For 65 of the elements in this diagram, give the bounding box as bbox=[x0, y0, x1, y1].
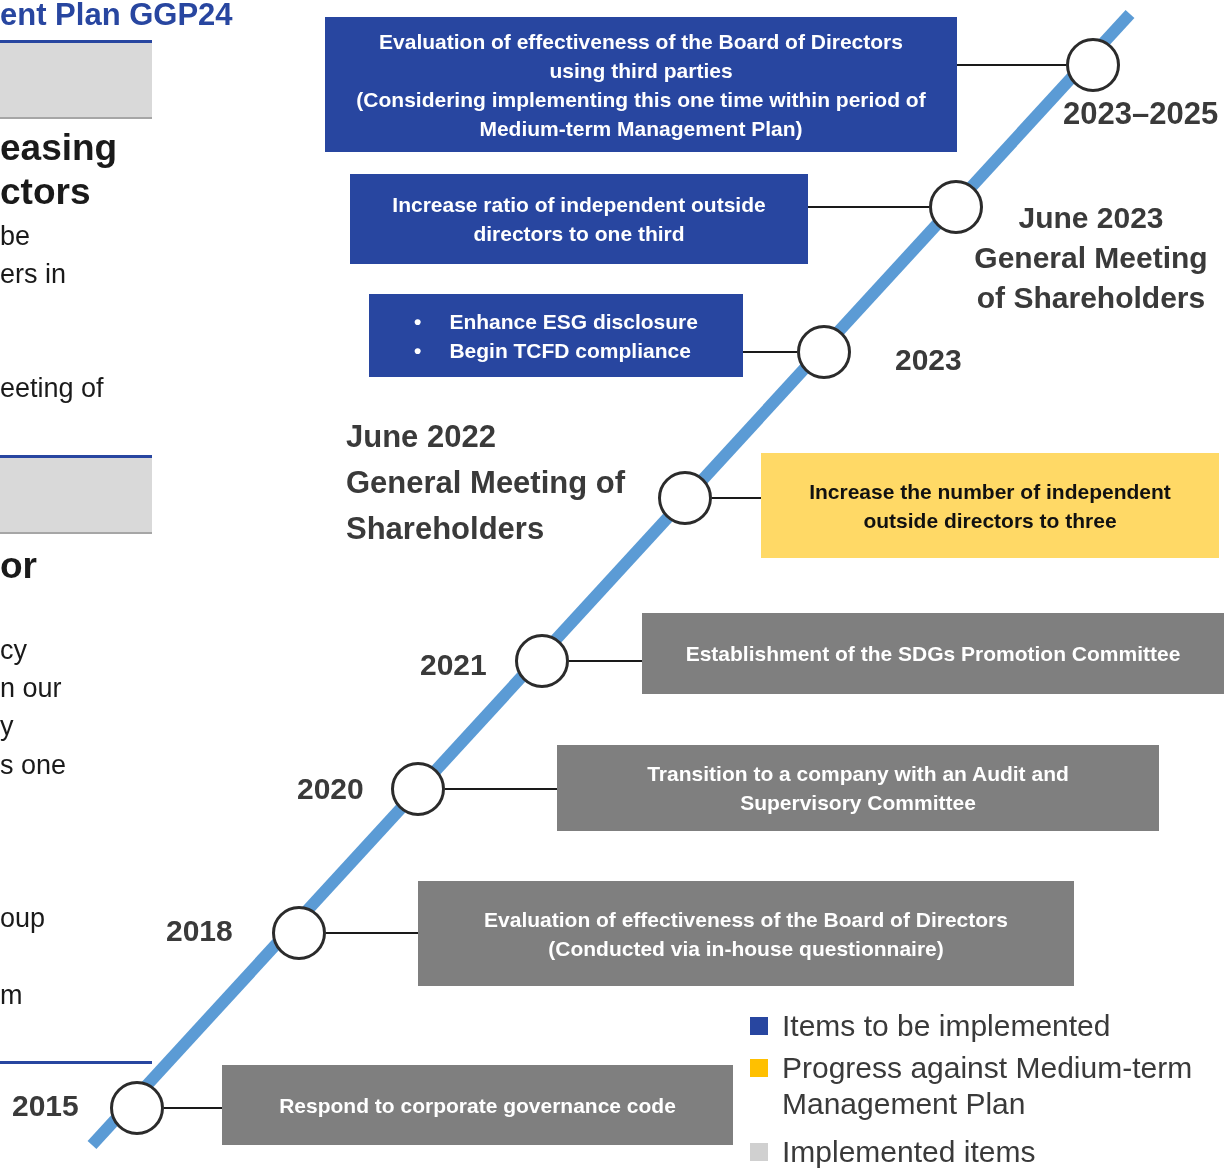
milestone-box bbox=[418, 881, 1074, 986]
body-text: m bbox=[0, 981, 23, 1011]
milestone-box bbox=[557, 745, 1159, 831]
legend-text: Progress against Medium-term Management Plan bbox=[782, 1050, 1194, 1122]
heading-text: ctors bbox=[0, 172, 91, 213]
year-label: General Meeting bbox=[973, 240, 1209, 276]
bullet-item: Begin TCFD compliance bbox=[449, 337, 692, 364]
timeline-circle bbox=[658, 471, 712, 525]
year-label: Shareholders bbox=[346, 510, 545, 548]
body-text: ers in bbox=[0, 260, 67, 290]
year-label: June 2023 bbox=[1017, 200, 1165, 236]
connector-line bbox=[568, 660, 643, 662]
body-text: cy bbox=[0, 636, 27, 666]
year-label: 2021 bbox=[420, 647, 487, 683]
connector-line bbox=[444, 788, 558, 790]
timeline-circle bbox=[391, 762, 445, 816]
milestone-text: Evaluation of effectiveness of the Board of Directors bbox=[484, 906, 1008, 933]
milestone-box bbox=[222, 1065, 733, 1145]
milestone-box bbox=[325, 17, 957, 152]
bullet-item: Enhance ESG disclosure bbox=[449, 308, 698, 335]
year-label: 2023–2025 bbox=[1063, 96, 1219, 132]
milestone-box bbox=[369, 294, 743, 377]
heading-text: or bbox=[0, 546, 37, 587]
year-label: 2023 bbox=[895, 342, 962, 378]
bullet-mark: • bbox=[414, 308, 422, 335]
milestone-text: (Considering implementing this one time within period of Medium-term Management Plan) bbox=[355, 86, 927, 142]
body-text: n our bbox=[0, 674, 62, 704]
milestone-text: Respond to corporate governance code bbox=[279, 1092, 676, 1119]
milestone-text: Transition to a company with an Audit and Supervisory Committee bbox=[646, 761, 1070, 816]
heading-text: easing bbox=[0, 128, 118, 169]
milestone-text: Evaluation of effectiveness of the Board of Directors using third parties bbox=[378, 28, 904, 84]
connector-line bbox=[742, 351, 798, 353]
connector-line bbox=[956, 64, 1067, 66]
connector-line bbox=[711, 497, 762, 499]
milestone-box bbox=[350, 174, 808, 264]
timeline-circle bbox=[272, 906, 326, 960]
body-text: y bbox=[0, 712, 14, 742]
connector-line bbox=[325, 932, 419, 934]
year-label: General Meeting of bbox=[346, 464, 626, 502]
legend-text: Implemented items bbox=[782, 1134, 1037, 1170]
connector-line bbox=[163, 1107, 223, 1109]
milestone-box bbox=[761, 453, 1219, 558]
year-label: of Shareholders bbox=[975, 280, 1207, 316]
bullet-mark: • bbox=[414, 337, 422, 364]
timeline-circle bbox=[110, 1081, 164, 1135]
year-label: 2020 bbox=[297, 771, 364, 807]
milestone-text: Increase the number of independent outside directors to three bbox=[808, 478, 1172, 534]
connector-line bbox=[807, 206, 930, 208]
milestone-text: Establishment of the SDGs Promotion Committee bbox=[685, 641, 1181, 667]
year-label: 2015 bbox=[12, 1088, 79, 1124]
heading-text: ent Plan GGP24 bbox=[0, 0, 233, 33]
year-label: 2018 bbox=[166, 913, 233, 949]
timeline-circle bbox=[1066, 38, 1120, 92]
body-text: oup bbox=[0, 904, 46, 934]
body-text: be bbox=[0, 222, 31, 252]
timeline-circle bbox=[515, 634, 569, 688]
timeline-circle bbox=[929, 180, 983, 234]
body-text: s one bbox=[0, 751, 67, 781]
timeline-circle bbox=[797, 325, 851, 379]
year-label: June 2022 bbox=[346, 418, 496, 456]
milestone-box bbox=[642, 613, 1224, 694]
milestone-text: (Conducted via in-house questionnaire) bbox=[548, 935, 944, 962]
milestone-text: Increase ratio of independent outside directors to one third bbox=[391, 192, 767, 247]
body-text: eeting of bbox=[0, 374, 104, 404]
legend-text: Items to be implemented bbox=[782, 1008, 1112, 1044]
